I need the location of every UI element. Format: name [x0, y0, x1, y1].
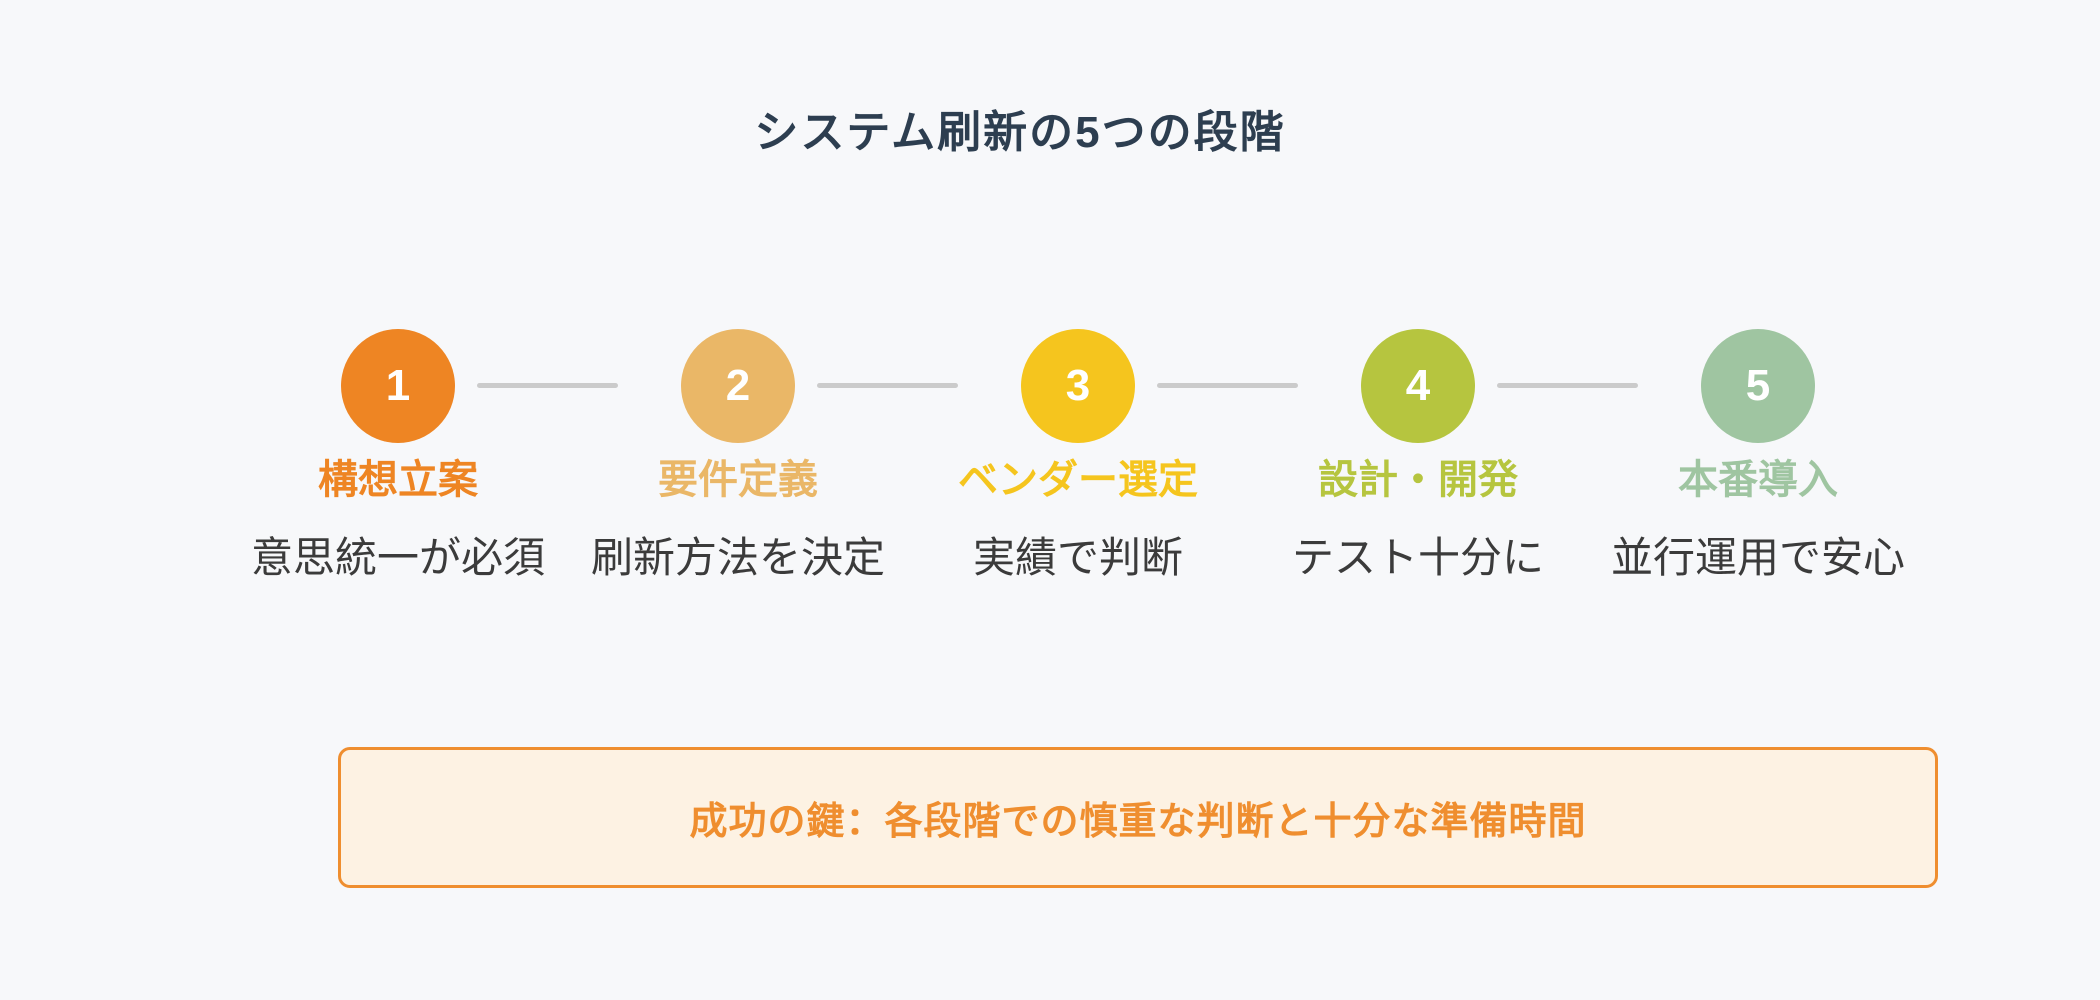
key-message-text: 成功の鍵：各段階での慎重な判断と十分な準備時間 — [689, 801, 1587, 843]
step-1-circle: 1 — [341, 329, 455, 443]
steps-row: 1 構想立案 意思統一が必須 2 要件定義 刷新方法を決定 3 ベンダー選定 実… — [228, 329, 1928, 619]
step-1: 1 構想立案 意思統一が必須 — [228, 329, 568, 619]
step-2-number: 2 — [725, 361, 751, 410]
connector-line-4 — [1497, 383, 1638, 388]
key-message-box: 成功の鍵：各段階での慎重な判断と十分な準備時間 — [338, 747, 1938, 888]
step-5-label: 本番導入 — [1678, 458, 1838, 502]
step-3: 3 ベンダー選定 実績で判断 — [908, 329, 1248, 619]
step-4-circle: 4 — [1361, 329, 1475, 443]
page-title: システム刷新の5つの段階 — [754, 108, 1286, 157]
connector-line-2 — [817, 383, 958, 388]
step-4-description: テスト十分に — [1291, 534, 1544, 581]
step-2-circle: 2 — [681, 329, 795, 443]
step-4-label: 設計・開発 — [1318, 458, 1518, 502]
step-5-number: 5 — [1745, 361, 1771, 410]
step-3-label: ベンダー選定 — [958, 458, 1198, 502]
step-2-label: 要件定義 — [658, 458, 818, 502]
step-3-number: 3 — [1065, 361, 1091, 410]
step-5: 5 本番導入 並行運用で安心 — [1588, 329, 1928, 619]
step-2: 2 要件定義 刷新方法を決定 — [568, 329, 908, 619]
connector-line-1 — [477, 383, 618, 388]
step-2-description: 刷新方法を決定 — [590, 534, 885, 581]
step-3-description: 実績で判断 — [972, 534, 1183, 581]
step-3-circle: 3 — [1021, 329, 1135, 443]
step-1-description: 意思統一が必須 — [250, 534, 545, 581]
step-1-number: 1 — [385, 361, 411, 410]
connector-line-3 — [1157, 383, 1298, 388]
step-4: 4 設計・開発 テスト十分に — [1248, 329, 1588, 619]
step-1-label: 構想立案 — [318, 458, 478, 502]
step-5-description: 並行運用で安心 — [1610, 534, 1905, 581]
step-5-circle: 5 — [1701, 329, 1815, 443]
step-4-number: 4 — [1405, 361, 1431, 410]
